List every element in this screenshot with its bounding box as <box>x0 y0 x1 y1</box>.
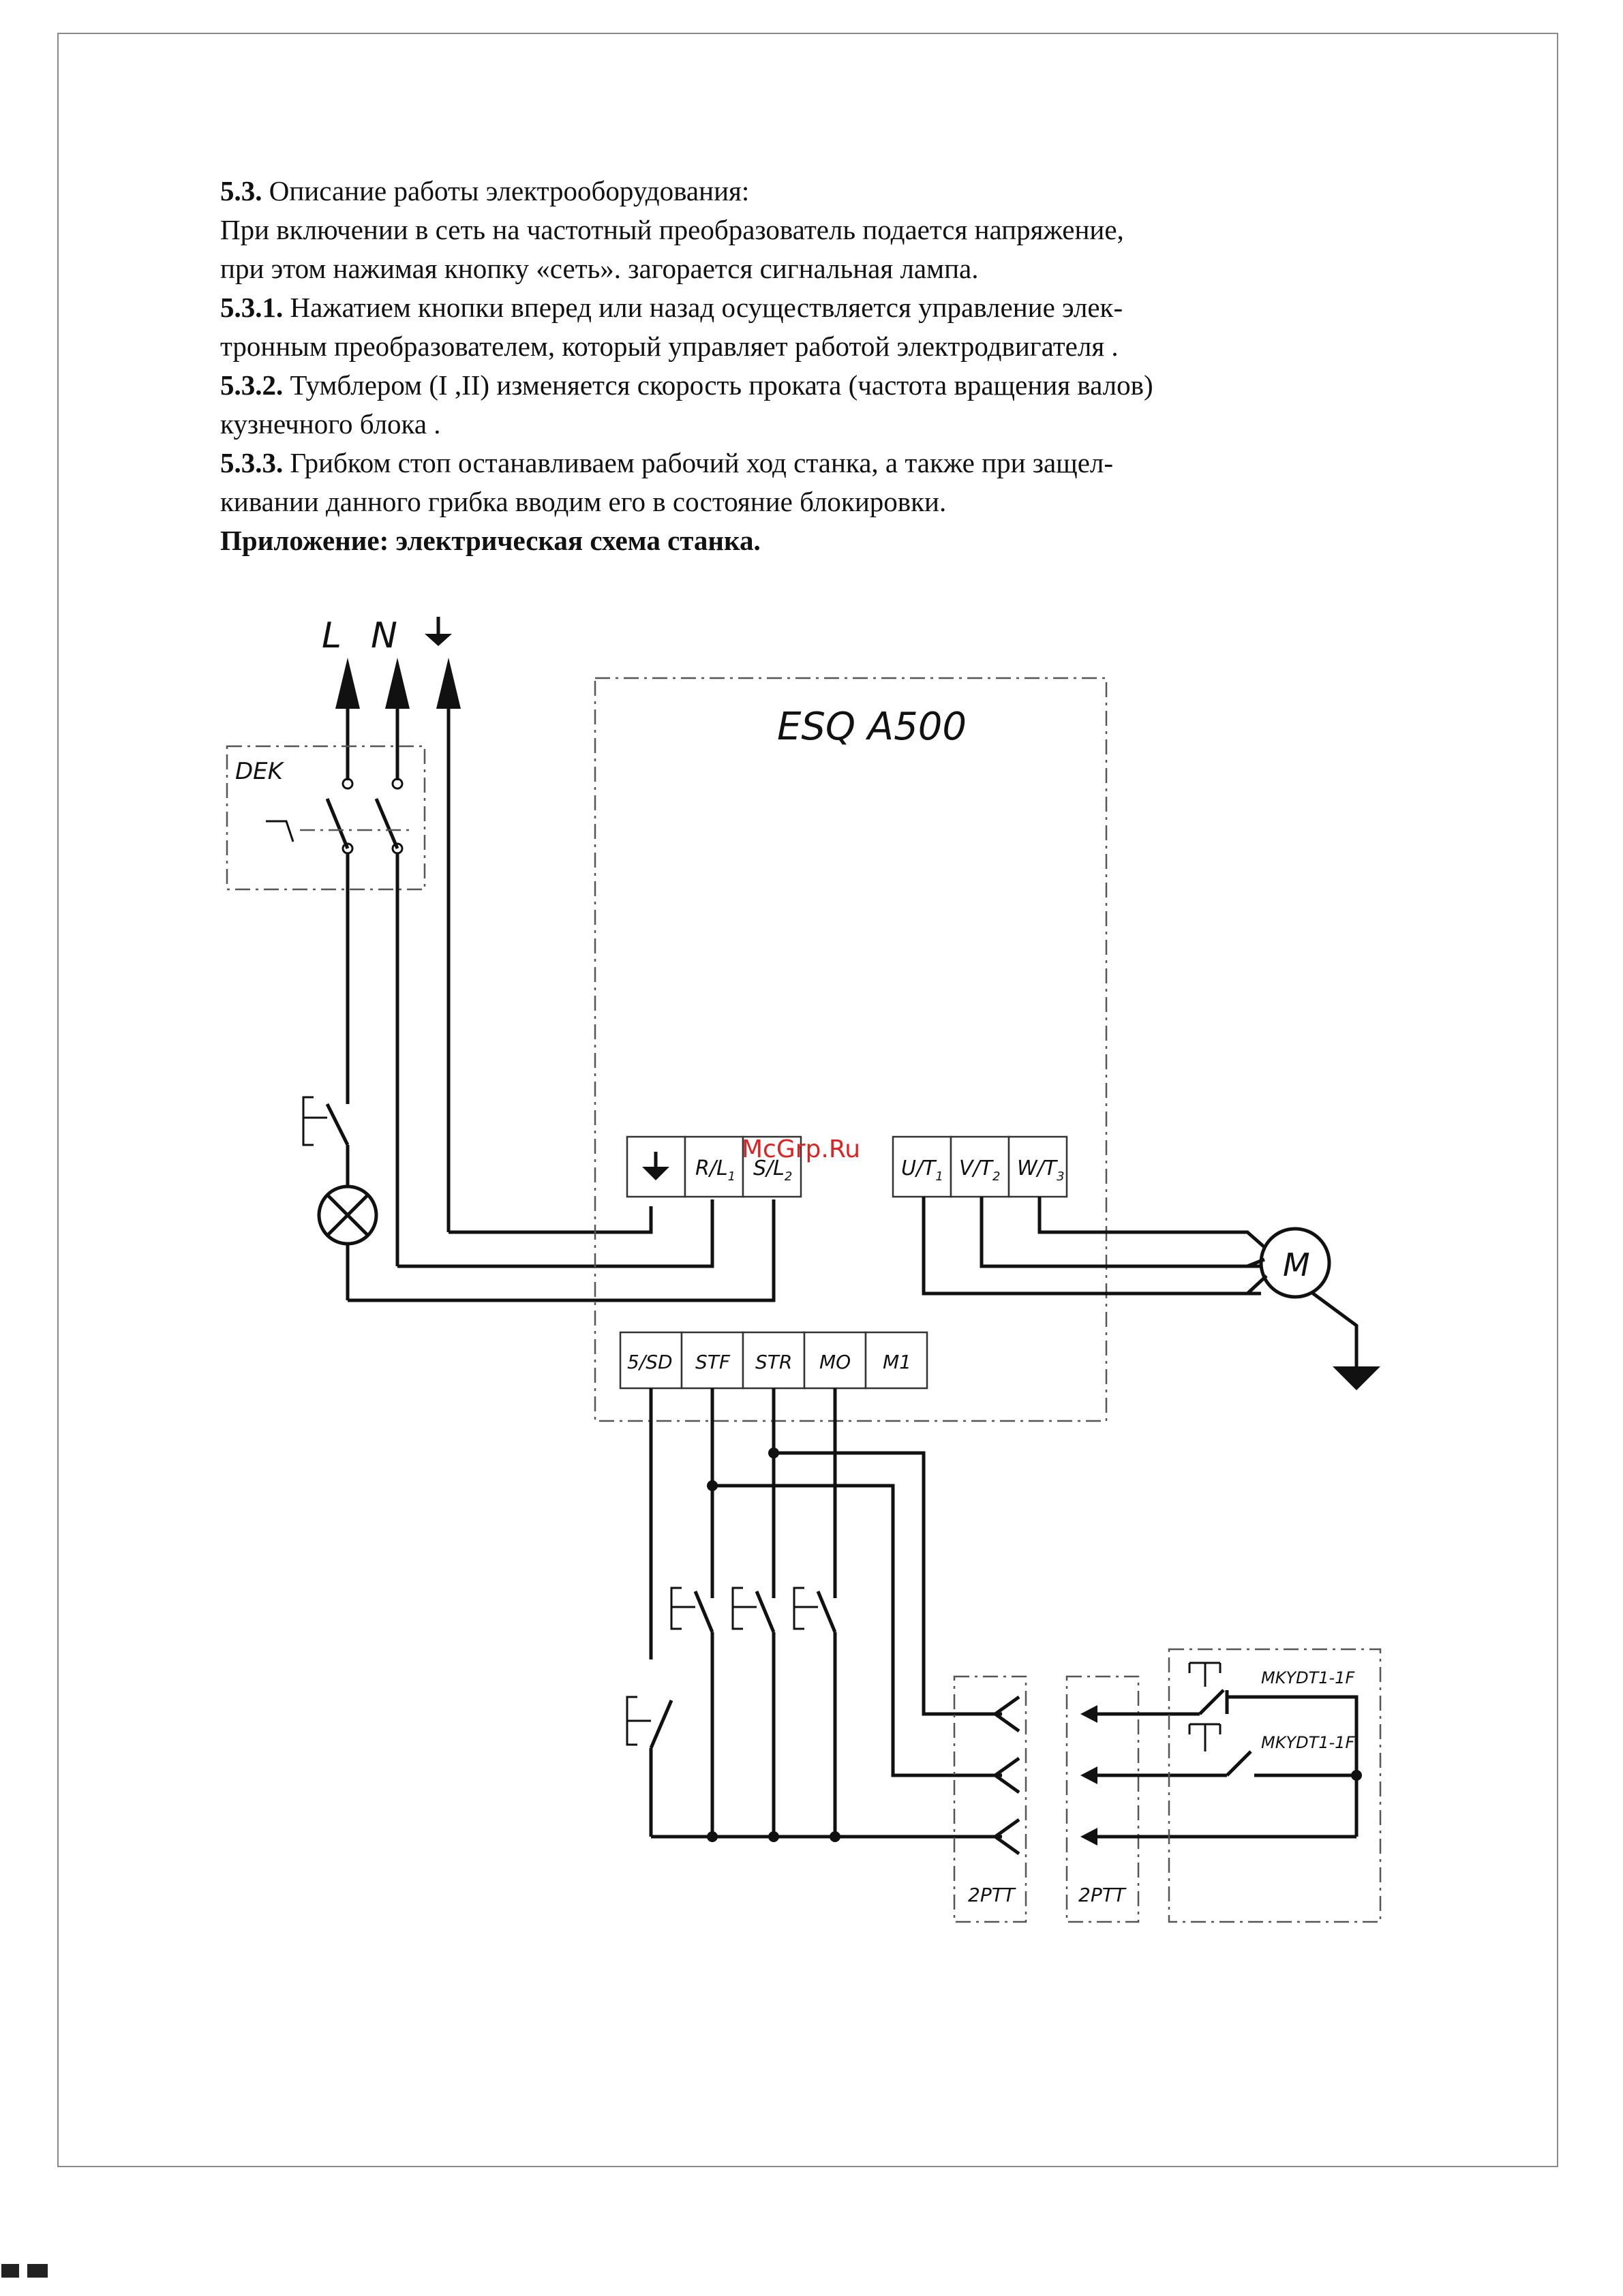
forward-button-icon <box>670 1587 714 1633</box>
motor-icon: M <box>1259 1227 1331 1299</box>
junction-dot <box>768 1448 779 1458</box>
connector-pin-icon <box>1080 1828 1356 1846</box>
connector-pin-icon <box>992 1818 1020 1856</box>
terminal-stf: STF <box>695 1351 731 1373</box>
section-5-3: 5.3. Описание работы электрооборудования… <box>220 172 1434 211</box>
emergency-stop-icon <box>626 1696 673 1749</box>
connector-pin-icon <box>992 1695 1020 1733</box>
paragraph-line: тронным преобразователем, который управл… <box>220 331 1119 362</box>
motor-terminal-block: U/T1 V/T2 W/T3 <box>892 1135 1068 1198</box>
paragraph-line: кузнечного блока . <box>220 408 441 440</box>
junction-dot <box>1351 1770 1362 1781</box>
remote-button-2-label: MKYDT1-1F <box>1261 1733 1355 1752</box>
section-number: 5.3. <box>220 175 262 206</box>
section-5-3-2: 5.3.2. Тумблером (I ,II) изменяется скор… <box>220 366 1434 405</box>
description-text: 5.3. Описание работы электрооборудования… <box>220 172 1434 560</box>
arrow-up-icon <box>385 658 410 709</box>
junction-dot <box>768 1831 779 1842</box>
breaker-enclosure <box>226 745 426 891</box>
terminal-r-l1: R/L1 <box>695 1157 735 1184</box>
power-terminal-block: R/L1 S/L2 <box>626 1135 802 1198</box>
paragraph-line: кивании данного грибка вводим его в сост… <box>220 486 947 517</box>
remote-button-1-label: MKYDT1-1F <box>1261 1668 1355 1687</box>
paragraph-line: при этом нажимая кнопку «сеть». загорает… <box>220 253 979 284</box>
reverse-button-icon <box>731 1587 776 1633</box>
terminal-u-t1: U/T1 <box>901 1157 943 1184</box>
control-terminal-block: 5/SD STF STR MO M1 <box>619 1331 928 1390</box>
remote-button-1-icon <box>1172 1662 1229 1716</box>
speed-toggle-icon <box>793 1587 837 1633</box>
breaker-switch-icon <box>266 778 409 855</box>
section-text: Грибком стоп останавливаем рабочий ход с… <box>283 447 1114 478</box>
terminal-5-sd: 5/SD <box>627 1351 673 1373</box>
connector-left-label: 2PTT <box>968 1884 1016 1906</box>
junction-dot <box>707 1831 718 1842</box>
remote-button-2-icon <box>1188 1723 1252 1777</box>
inverter-label: ESQ A500 <box>777 705 967 749</box>
terminal-mo: MO <box>819 1351 851 1373</box>
paragraph-line: При включении в сеть на частотный преобр… <box>220 214 1124 245</box>
ground-input-icon <box>425 617 452 646</box>
input-l-label: L <box>322 615 342 656</box>
terminal-v-t2: V/T2 <box>959 1157 1000 1184</box>
junction-dot <box>707 1480 718 1491</box>
ground-motor-icon <box>1333 1366 1380 1390</box>
signal-lamp-icon <box>317 1184 378 1246</box>
connector-right-enclosure <box>1065 1675 1140 1923</box>
section-number: 5.3.1. <box>220 292 284 323</box>
inverter-enclosure <box>594 677 1108 1422</box>
ground-terminal-icon <box>642 1152 669 1180</box>
connector-right-label: 2PTT <box>1078 1884 1127 1906</box>
section-5-3-3: 5.3.3. Грибком стоп останавливаем рабочи… <box>220 444 1434 483</box>
terminal-m1: M1 <box>883 1351 911 1373</box>
input-n-label: N <box>371 615 397 656</box>
arrow-up-icon <box>436 658 461 709</box>
section-text: Тумблером (I ,II) изменяется скорость пр… <box>283 369 1153 401</box>
page-frame <box>57 33 1558 2167</box>
footer-fragment <box>1 2264 48 2278</box>
terminal-w-t3: W/T3 <box>1017 1157 1065 1184</box>
network-button-icon <box>302 1096 350 1146</box>
terminal-s-l2: S/L2 <box>753 1157 792 1184</box>
motor-label: M <box>1283 1246 1310 1283</box>
section-5-3-1: 5.3.1. Нажатием кнопки вперед или назад … <box>220 288 1434 327</box>
breaker-label: DEK <box>235 758 285 785</box>
connector-pin-icon <box>992 1756 1020 1794</box>
section-number: 5.3.3. <box>220 447 284 478</box>
connector-pin-icon <box>1080 1705 1172 1723</box>
watermark: McGrp.Ru <box>742 1135 860 1163</box>
connector-left-enclosure <box>953 1675 1027 1923</box>
section-text: Описание работы электрооборудования: <box>262 175 750 206</box>
remote-pendant-enclosure <box>1168 1648 1382 1923</box>
arrow-up-icon <box>335 658 360 709</box>
connector-pin-icon <box>1080 1766 1200 1784</box>
section-number: 5.3.2. <box>220 369 284 401</box>
appendix-title: Приложение: электрическая схема станка. <box>220 525 761 556</box>
junction-dot <box>830 1831 840 1842</box>
section-text: Нажатием кнопки вперед или назад осущест… <box>283 292 1123 323</box>
terminal-str: STR <box>755 1351 792 1373</box>
